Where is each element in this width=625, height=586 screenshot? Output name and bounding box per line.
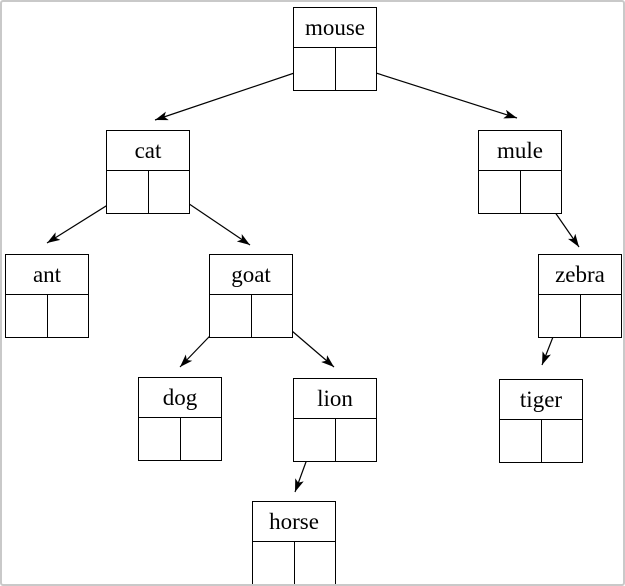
pointer-cells <box>210 295 292 337</box>
node-label: horse <box>253 502 335 542</box>
tree-node-horse: horse <box>252 501 336 584</box>
left-pointer-cell <box>253 542 295 584</box>
right-pointer-cell <box>542 420 583 462</box>
pointer-cells <box>6 295 88 337</box>
right-pointer-cell <box>252 295 293 337</box>
left-pointer-cell <box>210 295 252 337</box>
tree-node-cat: cat <box>106 130 190 214</box>
pointer-cells <box>294 419 376 461</box>
left-pointer-cell <box>294 419 336 461</box>
left-pointer-cell <box>139 418 181 460</box>
left-pointer-cell <box>107 171 149 213</box>
node-label: tiger <box>500 380 582 420</box>
right-pointer-cell <box>181 418 222 460</box>
tree-node-mouse: mouse <box>293 7 377 91</box>
node-label: mouse <box>294 8 376 48</box>
tree-node-zebra: zebra <box>538 254 622 338</box>
pointer-cells <box>500 420 582 462</box>
left-pointer-cell <box>6 295 48 337</box>
pointer-cells <box>107 171 189 213</box>
right-pointer-cell <box>581 295 622 337</box>
pointer-cells <box>253 542 335 584</box>
left-pointer-cell <box>500 420 542 462</box>
node-label: dog <box>139 378 221 418</box>
node-label: ant <box>6 255 88 295</box>
tree-node-tiger: tiger <box>499 379 583 463</box>
tree-node-lion: lion <box>293 378 377 462</box>
node-label: goat <box>210 255 292 295</box>
edge-mouse-left-to-cat <box>154 65 316 121</box>
node-label: zebra <box>539 255 621 295</box>
left-pointer-cell <box>539 295 581 337</box>
pointer-cells <box>139 418 221 460</box>
right-pointer-cell <box>336 48 377 90</box>
tree-node-mule: mule <box>478 130 562 214</box>
left-pointer-cell <box>479 171 521 213</box>
edge-mouse-right-to-mule <box>353 65 518 119</box>
pointer-cells <box>294 48 376 90</box>
tree-node-dog: dog <box>138 377 222 461</box>
pointer-cells <box>479 171 561 213</box>
tree-node-ant: ant <box>5 254 89 338</box>
right-pointer-cell <box>521 171 562 213</box>
node-label: cat <box>107 131 189 171</box>
right-pointer-cell <box>48 295 89 337</box>
right-pointer-cell <box>295 542 336 584</box>
tree-node-goat: goat <box>209 254 293 338</box>
pointer-cells <box>539 295 621 337</box>
node-label: mule <box>479 131 561 171</box>
left-pointer-cell <box>294 48 336 90</box>
node-label: lion <box>294 379 376 419</box>
right-pointer-cell <box>336 419 377 461</box>
right-pointer-cell <box>149 171 190 213</box>
